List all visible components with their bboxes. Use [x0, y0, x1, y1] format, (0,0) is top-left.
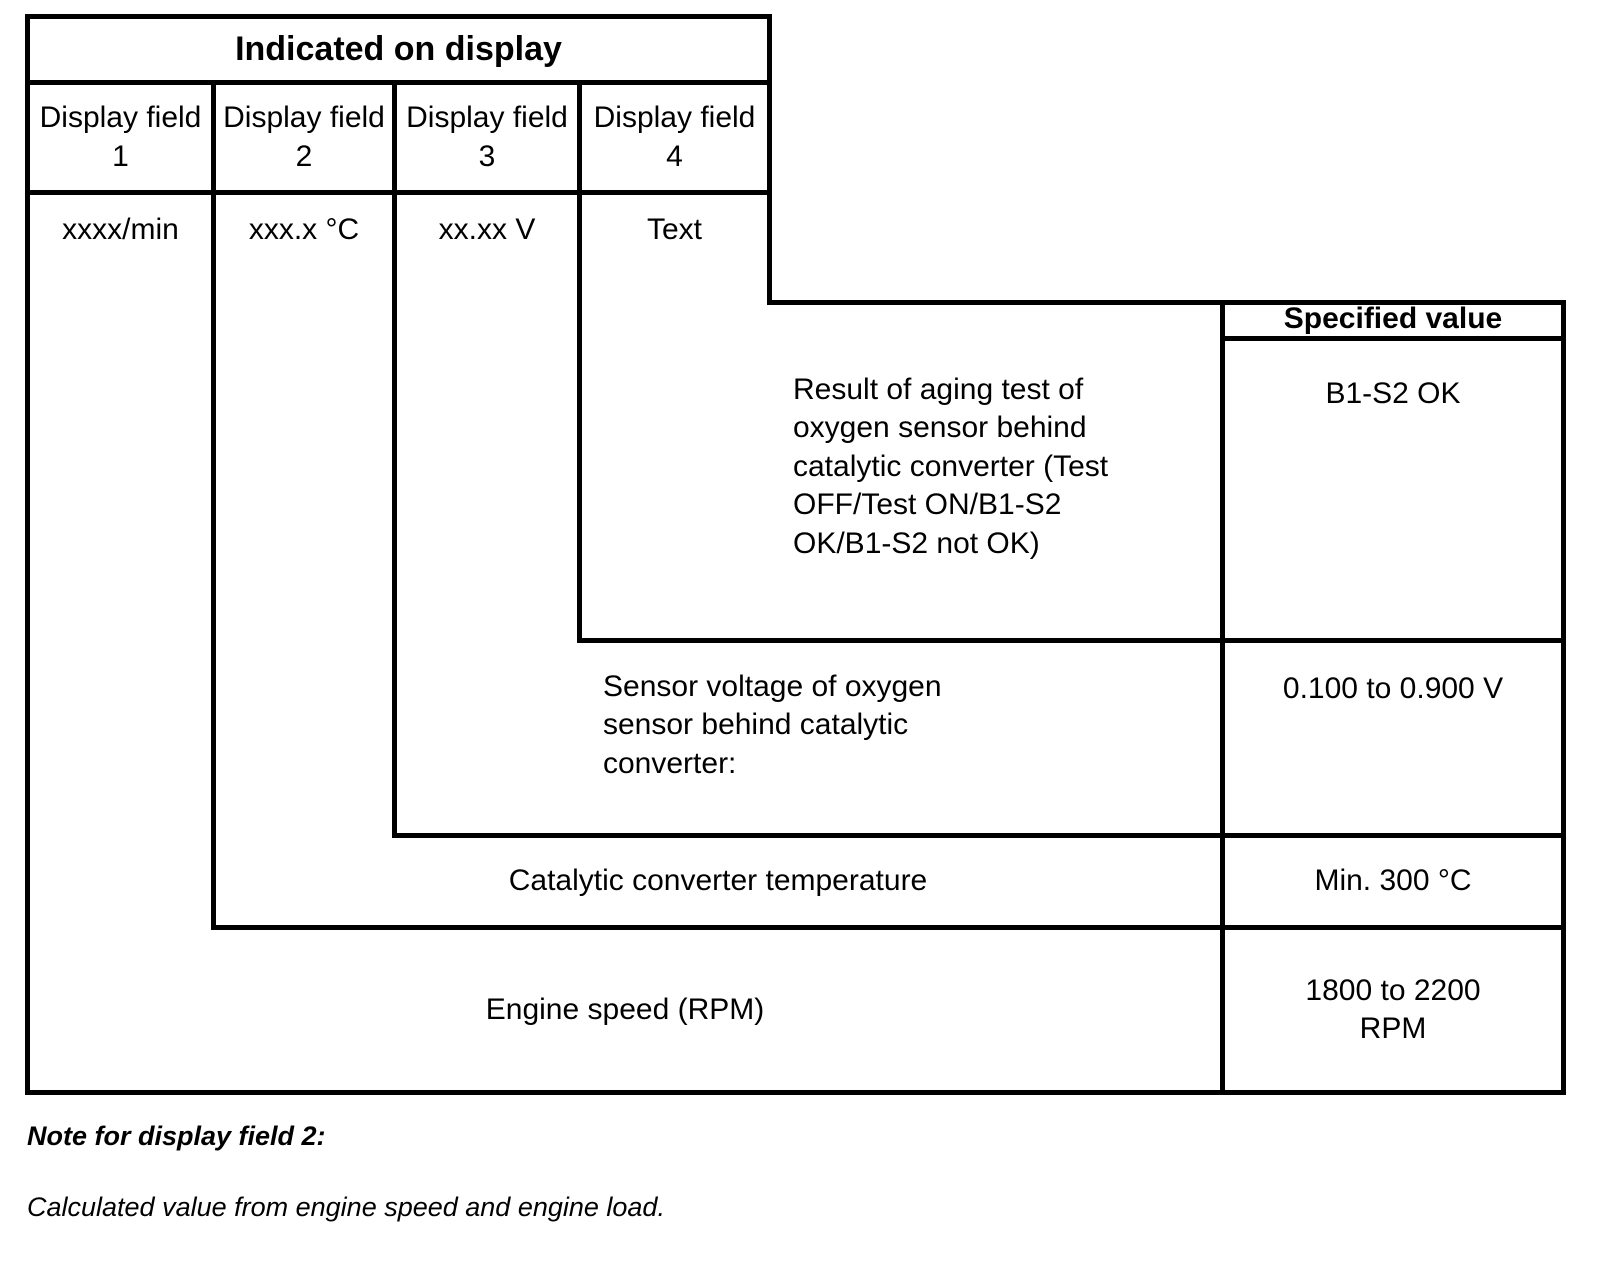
indicated-on-display-header: Indicated on display: [235, 29, 562, 68]
row-sensor-voltage-description: Sensor voltage of oxygen sensor behind c…: [603, 670, 942, 780]
display-field-4-number: 4: [666, 139, 683, 173]
rule-step-2: [577, 638, 1566, 643]
display-field-4-format: Text: [646, 212, 703, 246]
rule-step-3: [392, 833, 1566, 838]
rule-col-4: [767, 14, 772, 305]
rule-spec-divider: [1220, 300, 1225, 1095]
note-body: Calculated value from engine speed and e…: [27, 1192, 665, 1222]
note-title: Note for display field 2:: [27, 1121, 326, 1151]
display-field-1-format: xxxx/min: [62, 212, 179, 246]
display-field-1-name: Display field 1: [30, 85, 211, 190]
rule-step-1: [767, 300, 1566, 305]
row-engine-speed-value-text: 1800 to 2200 RPM: [1305, 973, 1481, 1045]
display-field-2-format: xxx.x °C: [248, 212, 360, 246]
display-field-2-name: Display field 2: [216, 85, 392, 190]
row-aging-test-description: Result of aging test of oxygen sensor be…: [793, 373, 1109, 560]
display-field-2-label: Display field: [223, 101, 385, 135]
row-cat-temperature-description: Catalytic converter temperature: [508, 864, 928, 898]
display-field-1-number: 1: [112, 139, 129, 173]
row-cat-temperature-value: Min. 300 °C: [1314, 864, 1472, 898]
display-field-3-format: xx.xx V: [438, 212, 536, 246]
rule-left-outer: [25, 14, 30, 1095]
row-sensor-voltage-value: 0.100 to 0.900 V: [1282, 671, 1504, 705]
display-field-3-number: 3: [478, 139, 496, 173]
rule-step-4: [211, 925, 1566, 930]
specified-value-header: Specified value: [1283, 302, 1503, 336]
display-field-4-label: Display field: [593, 101, 756, 135]
display-field-4-name: Display field 4: [582, 85, 767, 190]
rule-bottom: [25, 1090, 1566, 1095]
rule-col-2: [392, 80, 397, 838]
row-engine-speed-description: Engine speed (RPM): [485, 992, 765, 1026]
rule-col-1: [211, 80, 216, 930]
rule-col-3: [577, 80, 582, 643]
display-field-3-label: Display field: [406, 101, 568, 135]
display-field-3-name: Display field 3: [397, 85, 577, 190]
rule-top-header: [25, 14, 767, 19]
rule-right-outer: [1561, 300, 1566, 1095]
rule-under-spec-header: [1220, 336, 1566, 341]
row-engine-speed-value: 1800 to 2200 RPM: [1225, 930, 1561, 1090]
row-aging-test-value: B1-S2 OK: [1325, 376, 1461, 410]
display-field-2-number: 2: [295, 139, 313, 173]
display-field-1-label: Display field: [39, 101, 202, 135]
